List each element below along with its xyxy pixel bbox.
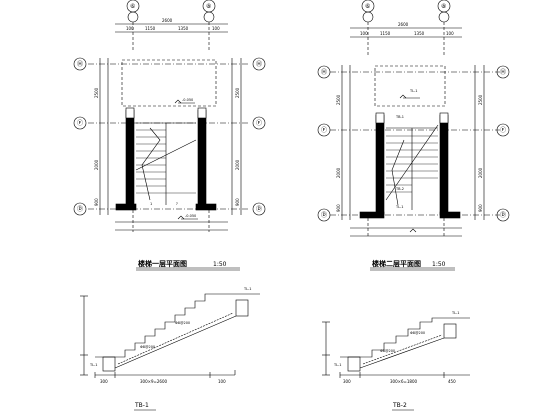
- plan1-axis-right-d: Ⓓ: [256, 205, 262, 213]
- plan1-dim-total: 2600: [162, 18, 173, 23]
- section2-rebar-1: Φ8@200: [410, 331, 425, 335]
- plan2-axis-top-2: ⑧: [441, 3, 446, 10]
- plan2-axis-left-f: Ⓕ: [321, 126, 327, 134]
- plan2-caption: 楼梯二层平面图: [372, 259, 421, 268]
- plan2-axis-top-1: ⑥: [365, 3, 370, 10]
- plan2-dim-side-3: 900: [336, 204, 341, 212]
- plan1-level-top: -0.050: [182, 98, 193, 102]
- plan1-axis-right-h: Ⓗ: [256, 60, 262, 68]
- plan2-dim-side-6: 900: [478, 204, 483, 212]
- section-tb2: [322, 317, 470, 378]
- plan1-dim-side-1: 2500: [94, 87, 99, 98]
- plan2-scale: 1:50: [432, 261, 446, 268]
- plan1-dim-side-6: 900: [235, 198, 240, 206]
- section2-dim-1: 300×6=1800: [390, 379, 418, 384]
- plan2-axis-right-f: Ⓕ: [500, 126, 506, 134]
- plan1-dim-side-5: 2000: [235, 159, 240, 170]
- plan1-scale: 1:50: [213, 261, 227, 268]
- section2-rebar-2: Φ8@200: [380, 349, 395, 353]
- plan2-label-1: TL-1: [409, 89, 418, 93]
- section1-dim-2: 300: [100, 379, 108, 384]
- section1-label-top: TL-1: [243, 287, 252, 291]
- plan2-axis-right-d: Ⓓ: [500, 211, 506, 219]
- plan2-dim-side-4: 2500: [478, 94, 483, 105]
- plan1-level-bottom: -0.050: [185, 214, 196, 218]
- plan1-axis-left-d: Ⓓ: [77, 205, 83, 213]
- plan2-dim-total: 2600: [398, 22, 409, 27]
- section-tb1: [80, 293, 260, 378]
- plan1-axis-right-f: Ⓕ: [256, 119, 262, 127]
- plan2-axis-right-h: Ⓗ: [500, 68, 506, 76]
- plan2-dim-p2: 1150: [380, 31, 391, 36]
- plan2-dim-p4: 100: [446, 31, 454, 36]
- plan1-dim-p3: 1350: [178, 26, 189, 31]
- plan1-dim-side-4: 2500: [235, 87, 240, 98]
- plan1-dim-side-3: 900: [94, 198, 99, 206]
- section2-caption: TB-2: [392, 402, 407, 409]
- plan1-stair-mark-1: 1: [150, 202, 152, 206]
- section1-dim-1: 300×9=2600: [140, 379, 168, 384]
- plan1-axis-top-1: ⑥: [130, 3, 135, 10]
- plan1-axis-top-2: ⑧: [206, 3, 211, 10]
- plan-1: [73, 0, 266, 232]
- plan1-stair-mark-2: ?: [176, 202, 178, 206]
- plan2-axis-left-d: Ⓓ: [321, 211, 327, 219]
- plan2-dim-side-1: 2500: [336, 94, 341, 105]
- plan1-dim-side-2: 2000: [94, 159, 99, 170]
- plan2-label-2: TB-1: [395, 115, 404, 119]
- plan2-label-3: TB-2: [395, 187, 404, 191]
- plan1-axis-left-h: Ⓗ: [77, 60, 83, 68]
- plan2-dim-side-2: 2000: [336, 167, 341, 178]
- plan1-dim-p1: 100: [126, 26, 134, 31]
- plan2-dim-p1: 100: [360, 31, 368, 36]
- section1-caption: TB-1: [134, 402, 149, 409]
- section2-label-left: TL-1: [333, 363, 342, 367]
- section1-rebar-2: Φ8@200: [140, 345, 155, 349]
- section1-rebar-1: Φ8@200: [175, 321, 190, 325]
- plan1-dim-p4: 100: [212, 26, 220, 31]
- plan1-caption: 楼梯一层平面图: [138, 259, 187, 268]
- section1-label-left: TL-1: [89, 363, 98, 367]
- plan2-dim-side-5: 2000: [478, 167, 483, 178]
- section2-dim-3: 450: [448, 379, 456, 384]
- plan1-axis-left-f: Ⓕ: [77, 119, 83, 127]
- section2-label-top: TL-1: [451, 311, 460, 315]
- section2-dim-2: 300: [343, 379, 351, 384]
- plan2-dim-p3: 1350: [414, 31, 425, 36]
- plan2-label-4: TL-1: [395, 205, 404, 209]
- section1-dim-3: 100: [218, 379, 226, 384]
- plan-2: [317, 0, 510, 238]
- plan2-axis-left-h: Ⓗ: [321, 68, 327, 76]
- plan1-dim-p2: 1150: [145, 26, 156, 31]
